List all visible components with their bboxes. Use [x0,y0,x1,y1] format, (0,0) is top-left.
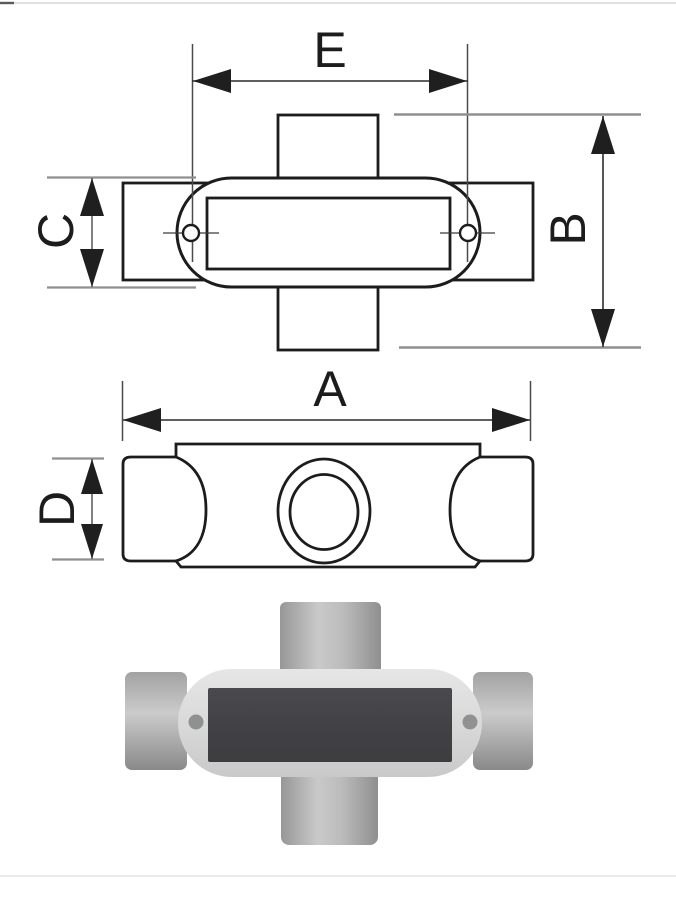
dimension-b [394,113,641,349]
dim-d-arrow-down [81,524,103,559]
dim-c-arrow-up [80,178,104,216]
front-left-hub-outline [121,455,176,563]
photo-top-hub [280,602,381,675]
photo-bottom-hub [281,770,378,845]
dim-e-arrow-right [429,69,467,93]
dimension-e [192,69,468,93]
right-screw-hole [458,223,478,243]
dim-a-arrow-right [492,408,530,432]
dim-label-c: C [28,212,84,250]
dim-d-arrow-up [81,459,103,494]
dim-label-e: E [313,22,347,78]
photo-cover-plate [208,688,452,762]
dim-label-b: B [540,212,596,246]
dim-b-arrow-down [591,309,615,347]
dim-a-arrow-left [123,408,161,432]
dim-label-a: A [313,361,347,417]
dim-b-arrow-up [591,116,615,154]
cover-oval-outline [175,176,482,289]
product-photo [125,602,533,845]
front-right-hub-outline [480,455,535,563]
photo-left-screw-hole [188,714,204,730]
dimension-d [52,457,104,561]
dim-c-arrow-down [80,249,104,287]
top-view [47,44,641,352]
dimension-a [121,381,532,441]
photo-left-hub [125,672,187,770]
front-view [52,381,535,569]
left-screw-hole [181,223,201,243]
dim-e-arrow-left [193,69,231,93]
photo-right-hub [473,672,533,770]
photo-right-screw-hole [462,714,478,730]
dimension-c [47,176,196,289]
dim-label-d: D [29,490,85,528]
front-opening-inner [288,473,360,551]
